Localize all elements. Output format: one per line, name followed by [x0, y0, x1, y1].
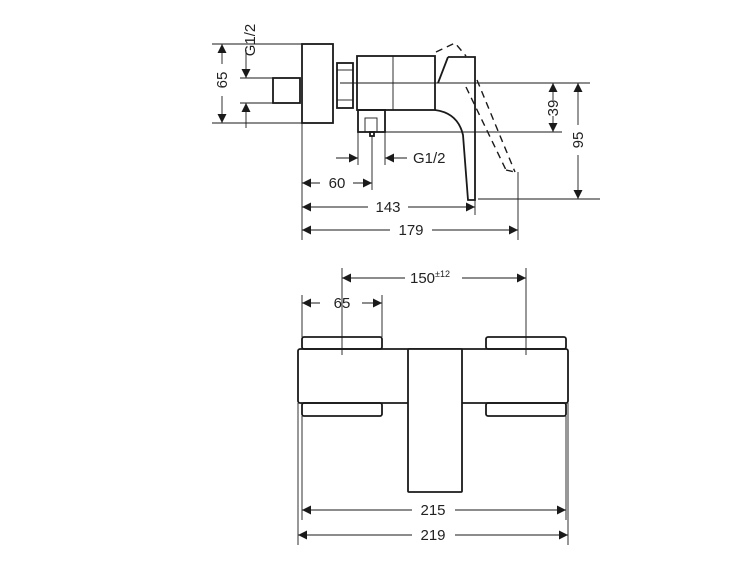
right-cap-bottom — [485, 402, 567, 417]
dim-handle-projection: 143 — [375, 199, 400, 216]
handle-front — [407, 348, 463, 493]
dim-outlet-thread: G1/2 — [413, 150, 446, 167]
dim-total-projection: 179 — [398, 222, 423, 239]
dim-handle-drop: 95 — [570, 132, 587, 149]
dim-total-width: 219 — [420, 527, 445, 544]
dim-cap-width: 65 — [334, 295, 351, 312]
wall-plate — [301, 43, 334, 124]
left-cap-bottom — [301, 402, 383, 417]
inlet-connector — [272, 77, 301, 104]
dim-outlet-drop: 39 — [545, 100, 562, 117]
dim-outlet-offset: 60 — [329, 175, 346, 192]
dim-centers: 150±12 — [410, 269, 450, 287]
side-view: 65 G1/2 39 95 G1/2 60 143 179 — [212, 24, 600, 240]
dim-plate-height: 65 — [214, 72, 231, 89]
nut — [336, 62, 354, 109]
handle — [434, 56, 476, 201]
handle-open-outline — [435, 42, 467, 57]
front-view: 150±12 65 215 219 — [297, 268, 569, 545]
outlet — [357, 109, 386, 133]
dim-centers-tolerance: ±12 — [435, 269, 450, 279]
dim-body-width: 215 — [420, 502, 445, 519]
dim-inlet-thread: G1/2 — [242, 24, 259, 57]
